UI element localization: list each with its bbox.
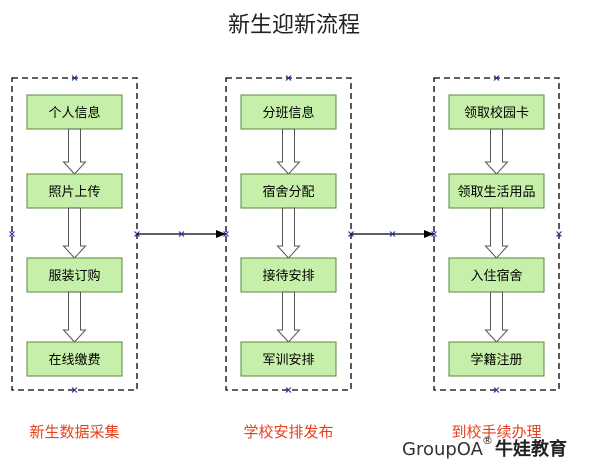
connector-arrow[interactable]	[351, 230, 434, 238]
column-label: 学校安排发布	[243, 423, 333, 441]
step-box-shape	[26, 341, 123, 377]
step-box[interactable]: 学籍注册	[448, 341, 545, 377]
step-label: 军训安排	[262, 353, 314, 368]
step-label: 宿舍分配	[262, 184, 314, 200]
frame-handle-top[interactable]	[71, 75, 78, 81]
brand-registered-mark: ®	[482, 434, 493, 447]
step-label: 接待安排	[262, 268, 314, 284]
step-box-shape	[448, 173, 545, 209]
step-box[interactable]: 照片上传	[26, 173, 123, 209]
step-label: 个人信息	[48, 105, 100, 121]
step-box[interactable]: 领取生活用品	[448, 173, 545, 209]
diagram-title: 新生迎新流程	[228, 13, 360, 38]
step-label: 学籍注册	[470, 352, 522, 368]
frame-handle-bottom[interactable]	[285, 387, 292, 393]
step-box[interactable]: 个人信息	[26, 94, 123, 130]
step-box[interactable]: 军训安排	[240, 341, 337, 377]
down-arrow	[62, 291, 87, 343]
connector-midpoint-handle[interactable]	[389, 231, 396, 237]
step-box-shape	[26, 94, 123, 130]
connectors-layer	[137, 230, 434, 238]
down-arrow	[484, 291, 509, 343]
step-box-shape	[240, 173, 337, 209]
step-label: 分班信息	[262, 105, 314, 121]
step-box[interactable]: 领取校园卡	[448, 94, 545, 130]
step-box-shape	[240, 341, 337, 377]
watermark-logo: GroupOA ® 牛娃教育	[402, 434, 567, 460]
step-box[interactable]: 服装订购	[26, 257, 123, 293]
down-arrow	[62, 128, 87, 175]
frame-handle-right[interactable]	[556, 231, 562, 237]
down-arrow	[276, 207, 301, 259]
step-label: 服装订购	[48, 268, 100, 284]
step-box[interactable]: 宿舍分配	[240, 173, 337, 209]
step-label: 入住宿舍	[470, 268, 522, 284]
step-label: 照片上传	[48, 185, 100, 200]
step-box-shape	[448, 257, 545, 293]
down-arrow	[484, 207, 509, 259]
down-arrow	[484, 128, 509, 175]
step-box[interactable]: 在线缴费	[26, 341, 123, 377]
connector-arrow[interactable]	[137, 230, 226, 238]
column-label: 新生数据采集	[29, 423, 119, 441]
step-box-shape	[240, 257, 337, 293]
step-box-shape	[26, 173, 123, 209]
step-box[interactable]: 分班信息	[240, 94, 337, 130]
down-arrow	[276, 291, 301, 343]
step-box[interactable]: 入住宿舍	[448, 257, 545, 293]
columns-layer: 个人信息照片上传服装订购在线缴费新生数据采集分班信息宿舍分配接待安排军训安排学校…	[9, 75, 562, 441]
frame-handle-bottom[interactable]	[493, 387, 500, 393]
frame-handle-top[interactable]	[493, 75, 500, 81]
step-label: 在线缴费	[48, 353, 100, 368]
column-label: 到校手续办理	[451, 423, 541, 441]
connector-midpoint-handle[interactable]	[178, 231, 185, 237]
brand-latin: GroupOA	[402, 439, 484, 460]
frame-handle-top[interactable]	[285, 75, 292, 81]
down-arrow	[62, 207, 87, 259]
step-box[interactable]: 接待安排	[240, 257, 337, 293]
step-box-shape	[448, 341, 545, 377]
frame-handle-left[interactable]	[9, 231, 15, 237]
frame-handle-bottom[interactable]	[71, 387, 78, 393]
brand-chinese: 牛娃教育	[495, 438, 567, 460]
step-label: 领取生活用品	[457, 185, 535, 200]
step-label: 领取校园卡	[464, 105, 529, 121]
down-arrow	[276, 128, 301, 175]
